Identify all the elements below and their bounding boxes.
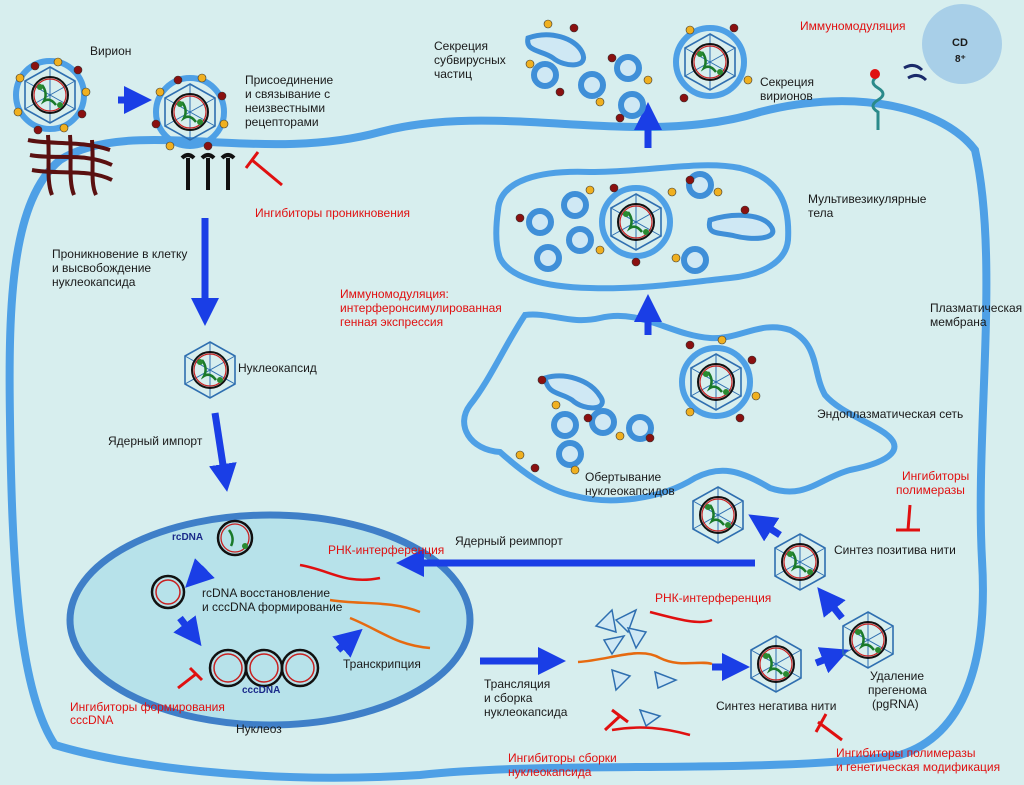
label-cccdna: cccDNA xyxy=(242,685,280,696)
label-ccc-inhibitors-2: cccDNA xyxy=(70,713,113,727)
label-entry-3: нуклеокапсида xyxy=(52,275,136,289)
er-subviral-particles xyxy=(542,373,651,465)
capsid-protein-subunits xyxy=(594,608,678,728)
label-poly-inhibitors-2: полимеразы xyxy=(896,483,965,497)
label-entry-2: и высвобождение xyxy=(52,261,151,275)
label-rnai-nucleus: РНК-интерференция xyxy=(328,543,444,557)
label-interferon-2: интерферонсимулированная xyxy=(340,301,502,315)
label-attach-3: неизвестными xyxy=(245,101,325,115)
label-entry-1: Проникновение в клетку xyxy=(52,247,187,261)
nuclear-rna xyxy=(299,563,431,650)
label-attach-4: рецепторами xyxy=(245,115,319,129)
secreted-subviral-particles xyxy=(525,32,643,116)
process-arrows xyxy=(118,86,849,681)
envelope-protein-dots xyxy=(515,19,761,475)
cytoplasm-rna xyxy=(577,610,713,737)
attached-virion xyxy=(156,78,224,146)
label-rcdna: rcDNA xyxy=(172,532,203,543)
label-poly-gen-inhibitors-2: и генетическая модификация xyxy=(836,760,1000,774)
label-nucleocapsid: Нуклеокапсид xyxy=(238,361,317,375)
label-ccc-inhibitors-1: Ингибиторы формирования xyxy=(70,700,225,714)
label-reimport: Ядерный реимпорт xyxy=(455,534,563,548)
label-repair-1: rcDNA восстановление xyxy=(202,586,330,600)
repaired-dna xyxy=(150,574,186,610)
label-plus-strand: Синтез позитива нити xyxy=(834,543,956,557)
label-attach-2: и связывание с xyxy=(245,87,330,101)
label-assembly-inhibitors-2: нуклеокапсида xyxy=(508,765,592,779)
cd8-t-cell xyxy=(922,4,1002,84)
label-assembly-inhibitors-1: Ингибиторы сборки xyxy=(508,751,617,765)
label-er: Эндоплазматическая сеть xyxy=(817,407,963,421)
label-mvb-1: Мультивезикулярные xyxy=(808,192,927,206)
label-envelopment-1: Обертывание xyxy=(585,470,662,484)
label-virion-secretion-2: вирионов xyxy=(760,89,813,103)
label-minus-strand: Синтез негатива нити xyxy=(716,699,836,713)
label-immunomodulation: Иммуномодуляция xyxy=(800,19,906,33)
label-virion-secretion-1: Секреция xyxy=(760,75,814,89)
rcdna-genome xyxy=(216,519,254,557)
label-subviral-2: субвирусных xyxy=(434,53,506,67)
mvb-subviral-particles xyxy=(529,174,776,271)
label-mvb-2: тела xyxy=(808,206,834,220)
label-subviral-1: Секреция xyxy=(434,39,488,53)
label-repair-2: и cccDNA формирование xyxy=(202,600,343,614)
label-virion: Вирион xyxy=(90,44,131,58)
cccdna-chain xyxy=(208,648,320,688)
inhibitor-symbols xyxy=(177,151,920,742)
label-translation-3: нуклеокапсида xyxy=(484,705,568,719)
label-cd8: CD xyxy=(952,37,968,49)
label-pgrna-3: (pgRNA) xyxy=(872,697,919,711)
label-entry-inhibitors: Ингибиторы проникновения xyxy=(255,206,410,220)
label-translation-2: и сборка xyxy=(484,691,533,705)
secreted-virion xyxy=(676,28,744,96)
label-interferon-1: Иммуномодуляция: xyxy=(340,287,449,301)
label-cd8-sup: 8⁺ xyxy=(955,54,966,65)
mhc-receptor xyxy=(870,63,928,130)
label-subviral-3: частиц xyxy=(434,67,472,81)
label-membrane-1: Плазматическая xyxy=(930,301,1022,315)
label-translation-1: Трансляция xyxy=(484,677,550,691)
receptors xyxy=(180,153,236,190)
label-nuclear-import: Ядерный импорт xyxy=(108,434,203,448)
free-virion xyxy=(16,61,84,129)
label-interferon-3: генная экспрессия xyxy=(340,315,443,329)
label-poly-gen-inhibitors-1: Ингибиторы полимеразы xyxy=(836,746,975,760)
label-pgrna-2: прегенома xyxy=(868,683,927,697)
label-membrane-2: мембрана xyxy=(930,315,987,329)
cell-surface-mesh xyxy=(27,134,113,196)
label-nucleus: Нуклеоз xyxy=(236,722,282,736)
label-rnai-cytoplasm: РНК-интерференция xyxy=(655,591,771,605)
nucleus xyxy=(66,511,474,729)
label-pgrna-1: Удаление xyxy=(870,669,924,683)
label-envelopment-2: нуклеокапсидов xyxy=(585,484,675,498)
label-transcription: Транскрипция xyxy=(343,657,421,671)
labels-group: Вирион Присоединение и связывание с неиз… xyxy=(52,19,1022,779)
label-poly-inhibitors-1: Ингибиторы xyxy=(902,469,969,483)
label-attach-1: Присоединение xyxy=(245,73,334,87)
virion-surface-particles xyxy=(13,57,229,151)
